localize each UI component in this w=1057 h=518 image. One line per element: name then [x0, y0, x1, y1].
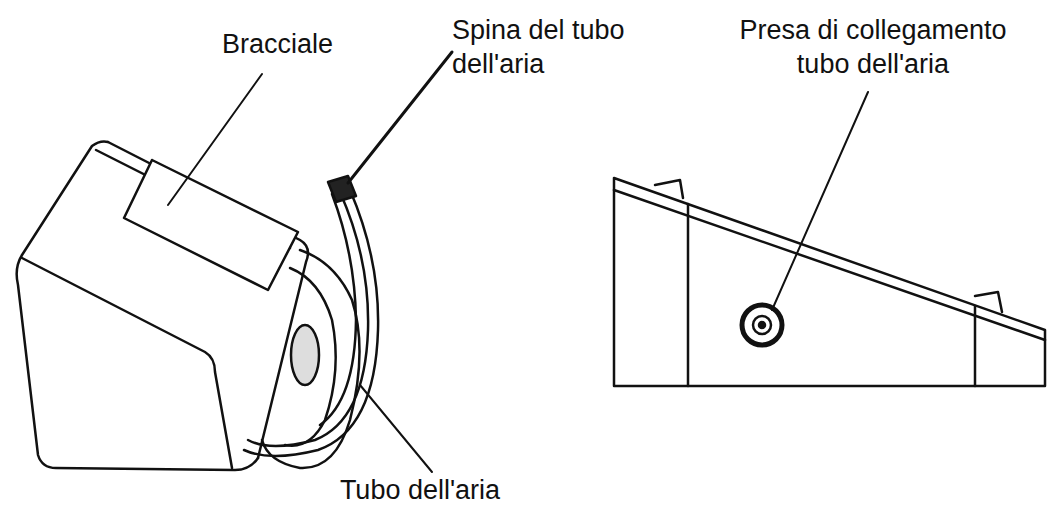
- part-label: Spina del tubo dell'aria: [452, 14, 667, 82]
- device-housing: [614, 178, 1045, 386]
- air-socket-inner: [753, 316, 771, 334]
- device-tab-right: [975, 292, 1002, 312]
- device-seam-left: [687, 204, 690, 386]
- device-tab-left: [655, 180, 683, 198]
- part-label: Presa di collegamento tubo dell'aria: [718, 14, 1028, 82]
- leader-line: [348, 52, 452, 183]
- cuff-front-edge: [22, 258, 232, 468]
- device-seam-right: [974, 306, 977, 386]
- part-label: Bracciale: [222, 28, 422, 62]
- leader-line: [168, 74, 262, 205]
- cuff-roll: [262, 250, 360, 468]
- air-tube-2: [244, 190, 378, 456]
- air-socket: [742, 305, 782, 345]
- leader-line: [360, 385, 432, 472]
- leader-line: [772, 92, 868, 310]
- air-socket-core: [759, 322, 765, 328]
- cuff-top: [108, 142, 308, 458]
- air-tube-3: [320, 194, 356, 425]
- air-tube: [248, 192, 368, 446]
- cuff-label-panel: [124, 160, 298, 290]
- device-top-edge: [614, 190, 1045, 340]
- cuff-hole: [291, 325, 319, 385]
- part-label: Tubo dell'aria: [270, 474, 570, 508]
